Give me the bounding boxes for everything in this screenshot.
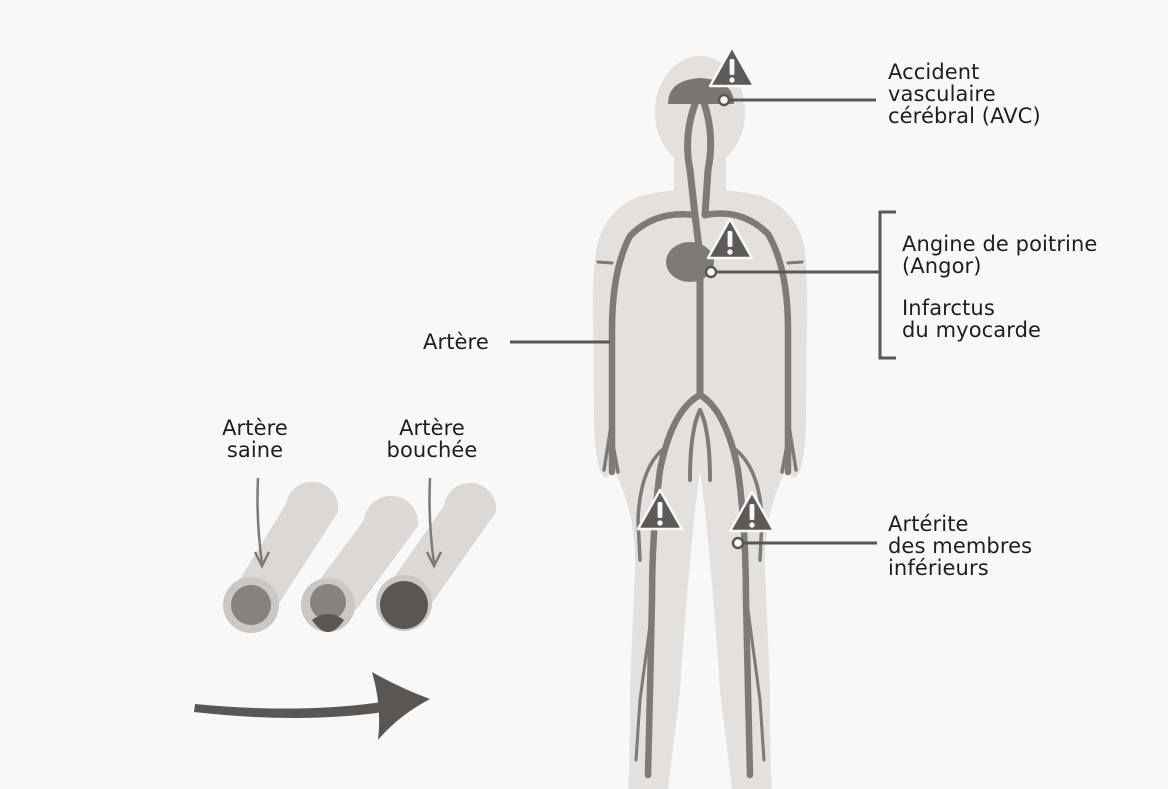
right-arrow-icon: [194, 672, 430, 740]
label-angina: Angine de poitrine (Angor): [902, 233, 1097, 277]
label-blocked-artery: Artère bouchée: [372, 417, 492, 461]
artery-cross-sections: [223, 482, 496, 633]
label-stroke: Accident vasculaire cérébral (AVC): [888, 61, 1041, 127]
label-healthy-artery: Artère saine: [205, 417, 305, 461]
label-infarction: Infarctus du myocarde: [902, 297, 1041, 341]
body-silhouette: [593, 56, 808, 789]
label-arteritis: Artérite des membres inférieurs: [888, 513, 1032, 579]
label-artery: Artère: [423, 331, 489, 353]
